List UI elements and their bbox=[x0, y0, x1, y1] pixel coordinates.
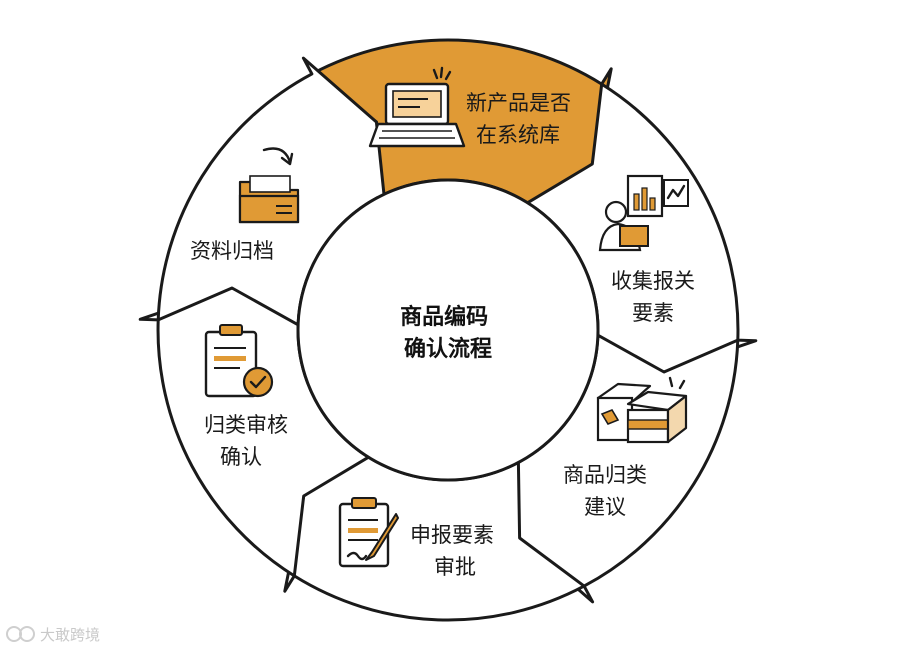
step-1-label: 新产品是否 在系统库 bbox=[466, 91, 578, 147]
step-declaration-approval: 申报要素 审批 bbox=[338, 497, 501, 579]
step-3-label-line-2: 建议 bbox=[584, 495, 626, 519]
step-3-label-line-1: 商品归类 bbox=[563, 463, 647, 487]
clipboard-pen-icon bbox=[338, 497, 399, 568]
step-2-label-line-1: 收集报关 bbox=[611, 269, 695, 293]
step-6-label-line-1: 资料归档 bbox=[190, 239, 274, 263]
step-5-label-line-1: 归类审核 bbox=[204, 413, 288, 437]
step-4-label: 申报要素 审批 bbox=[410, 523, 501, 579]
center-title-line-2: 确认流程 bbox=[404, 336, 492, 362]
step-6-label: 资料归档 bbox=[190, 239, 274, 263]
person-with-report-icon bbox=[598, 174, 689, 252]
center-title: 商品编码 确认流程 bbox=[400, 304, 496, 362]
step-collect-declaration-elements: 收集报关 要素 bbox=[598, 174, 702, 325]
center-title-line-1: 商品编码 bbox=[400, 304, 488, 330]
step-2-label-line-2: 要素 bbox=[632, 301, 674, 325]
folder-icon bbox=[238, 147, 300, 224]
step-3-label: 商品归类 建议 bbox=[563, 463, 654, 519]
step-5-label-line-2: 确认 bbox=[220, 445, 262, 469]
step-classification-suggestion: 商品归类 建议 bbox=[563, 376, 688, 519]
watermark: 大敢跨境 bbox=[6, 626, 100, 644]
clipboard-check-icon bbox=[204, 324, 274, 398]
step-4-label-line-2: 审批 bbox=[434, 555, 476, 579]
box-with-tag-icon bbox=[596, 376, 688, 444]
step-classification-review: 归类审核 确认 bbox=[204, 324, 295, 469]
step-1-label-line-2: 在系统库 bbox=[476, 123, 560, 147]
step-new-product-check: 新产品是否 在系统库 bbox=[368, 66, 578, 148]
laptop-icon bbox=[368, 66, 466, 148]
step-archive: 资料归档 bbox=[190, 147, 300, 263]
step-1-label-line-1: 新产品是否 bbox=[466, 91, 571, 115]
step-4-label-line-1: 申报要素 bbox=[410, 523, 494, 547]
brand-logo-icon bbox=[6, 626, 35, 642]
center-circle bbox=[296, 178, 600, 482]
watermark-text: 大敢跨境 bbox=[40, 626, 100, 644]
step-5-label: 归类审核 确认 bbox=[204, 413, 295, 469]
step-2-label: 收集报关 要素 bbox=[611, 269, 702, 325]
